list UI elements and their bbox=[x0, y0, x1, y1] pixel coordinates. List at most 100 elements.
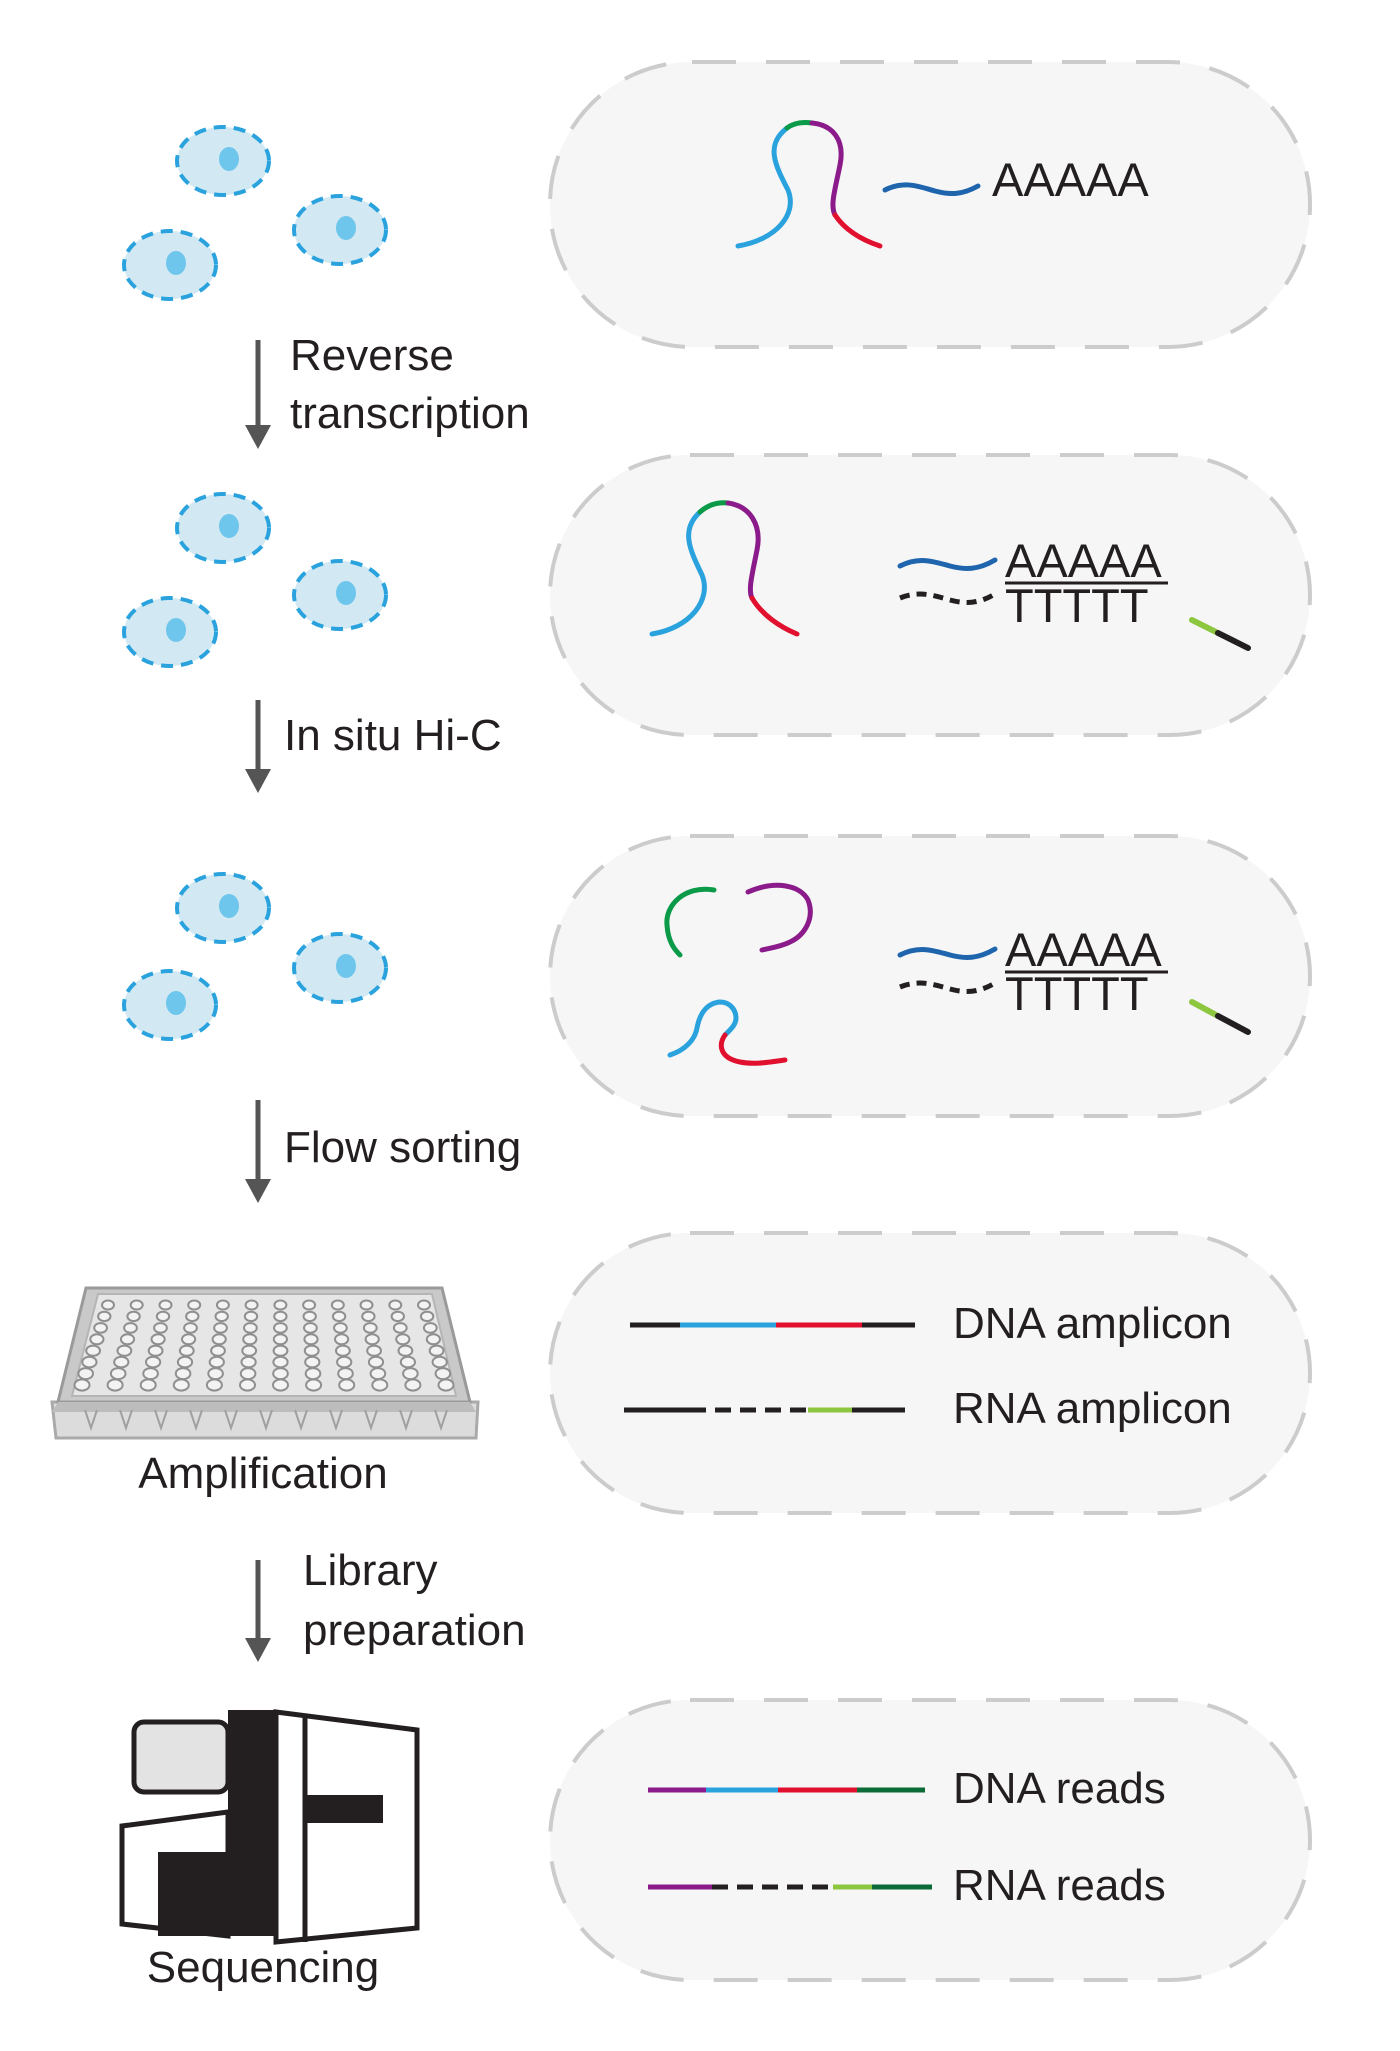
plate-well bbox=[176, 1355, 194, 1369]
plate-well bbox=[419, 1310, 435, 1323]
plate-well bbox=[126, 1310, 141, 1323]
plate-well bbox=[239, 1378, 256, 1392]
plate-well bbox=[333, 1322, 348, 1334]
plate-well bbox=[371, 1378, 389, 1392]
mrna-strand bbox=[882, 182, 981, 197]
plate-well bbox=[390, 1310, 405, 1323]
plate-well bbox=[402, 1367, 419, 1381]
plate-well bbox=[302, 1310, 317, 1323]
plate-well bbox=[187, 1299, 202, 1311]
plate-well bbox=[304, 1355, 321, 1369]
mrna-strand bbox=[897, 946, 998, 960]
polya-label: AAAAA bbox=[1005, 534, 1162, 587]
arrow-head bbox=[245, 425, 271, 449]
plate-well bbox=[93, 1322, 108, 1334]
panel-3 bbox=[548, 834, 1312, 1118]
step-label: Reverse bbox=[290, 331, 454, 380]
plate-well bbox=[129, 1299, 144, 1311]
plate-well bbox=[364, 1333, 380, 1346]
cell-icon bbox=[175, 872, 271, 944]
plate-well bbox=[181, 1333, 197, 1346]
cell-icon bbox=[122, 596, 218, 668]
cell-group-3 bbox=[122, 872, 388, 1041]
plate-well bbox=[362, 1322, 378, 1334]
plate-well bbox=[243, 1322, 258, 1334]
plate-well bbox=[214, 1310, 229, 1323]
plate-well bbox=[241, 1344, 258, 1357]
plate-well bbox=[174, 1367, 192, 1381]
plate-well bbox=[273, 1299, 288, 1311]
plate-well bbox=[330, 1299, 345, 1311]
step-label: Sequencing bbox=[147, 1943, 379, 1992]
digested-fragments bbox=[664, 882, 813, 1066]
plate-well bbox=[428, 1344, 445, 1357]
cell-icon bbox=[122, 229, 218, 301]
polyt-label: TTTTT bbox=[1005, 967, 1149, 1020]
plate-well bbox=[367, 1355, 385, 1369]
cdna-strand bbox=[899, 591, 997, 605]
arrow-head bbox=[245, 1638, 271, 1662]
plate-well bbox=[272, 1344, 289, 1357]
plate-well bbox=[109, 1367, 127, 1381]
plate-well bbox=[392, 1322, 408, 1334]
plate-well bbox=[240, 1355, 257, 1369]
dna-amplicon-label: DNA amplicon bbox=[953, 1299, 1232, 1348]
plate-well bbox=[101, 1299, 115, 1311]
plate-well bbox=[399, 1355, 416, 1369]
plate-well bbox=[172, 1378, 190, 1392]
plate-well bbox=[331, 1310, 347, 1323]
plate-well bbox=[77, 1367, 94, 1381]
cell-icon bbox=[292, 559, 388, 631]
plate-well bbox=[242, 1333, 258, 1346]
plate-well bbox=[369, 1367, 387, 1381]
plate-well bbox=[437, 1378, 455, 1392]
rna-reads-label: RNA reads bbox=[953, 1861, 1166, 1910]
arrow-head bbox=[245, 1179, 271, 1203]
plate-well bbox=[211, 1333, 227, 1346]
barcode-primer bbox=[1189, 999, 1251, 1035]
plate-well bbox=[303, 1333, 319, 1346]
plate-well bbox=[208, 1355, 225, 1369]
panel-1 bbox=[548, 60, 1312, 349]
plate-well bbox=[431, 1355, 448, 1369]
plate-well bbox=[123, 1322, 138, 1334]
plate-well bbox=[305, 1378, 323, 1392]
step-label: Flow sorting bbox=[284, 1123, 521, 1172]
plate-well bbox=[119, 1333, 136, 1346]
plate-well bbox=[303, 1322, 318, 1334]
plate-well bbox=[213, 1322, 228, 1334]
plate-well bbox=[397, 1344, 414, 1357]
cell-icon bbox=[292, 194, 388, 266]
panel-5 bbox=[548, 1698, 1312, 1982]
plate-well bbox=[178, 1344, 195, 1357]
cell-icon bbox=[175, 125, 271, 197]
plate-icon bbox=[50, 1286, 480, 1440]
plate-well bbox=[142, 1367, 159, 1381]
plate-well bbox=[243, 1310, 259, 1323]
plate-well bbox=[303, 1344, 320, 1357]
dna-reads-label: DNA reads bbox=[953, 1764, 1166, 1813]
plate-well bbox=[147, 1344, 164, 1357]
plate-well bbox=[422, 1322, 438, 1334]
plate-well bbox=[155, 1310, 171, 1323]
plate-well bbox=[359, 1299, 374, 1311]
cell-icon bbox=[122, 969, 218, 1041]
step-label: preparation bbox=[303, 1606, 526, 1655]
cell-group-1 bbox=[122, 125, 388, 301]
plate-well bbox=[244, 1299, 259, 1311]
plate-well bbox=[139, 1378, 157, 1392]
plate-well bbox=[215, 1299, 230, 1311]
plate-well bbox=[113, 1355, 130, 1369]
barcode-primer bbox=[1189, 617, 1251, 651]
plate-well bbox=[145, 1355, 162, 1369]
cell-icon bbox=[292, 932, 388, 1004]
plate-well bbox=[388, 1299, 403, 1311]
plate-well bbox=[81, 1355, 98, 1369]
plate-well bbox=[272, 1367, 289, 1381]
plate-well bbox=[337, 1367, 354, 1381]
plate-well bbox=[239, 1367, 257, 1381]
cell-icon bbox=[175, 492, 271, 564]
plate-well bbox=[205, 1378, 223, 1392]
plate-well bbox=[106, 1378, 124, 1392]
